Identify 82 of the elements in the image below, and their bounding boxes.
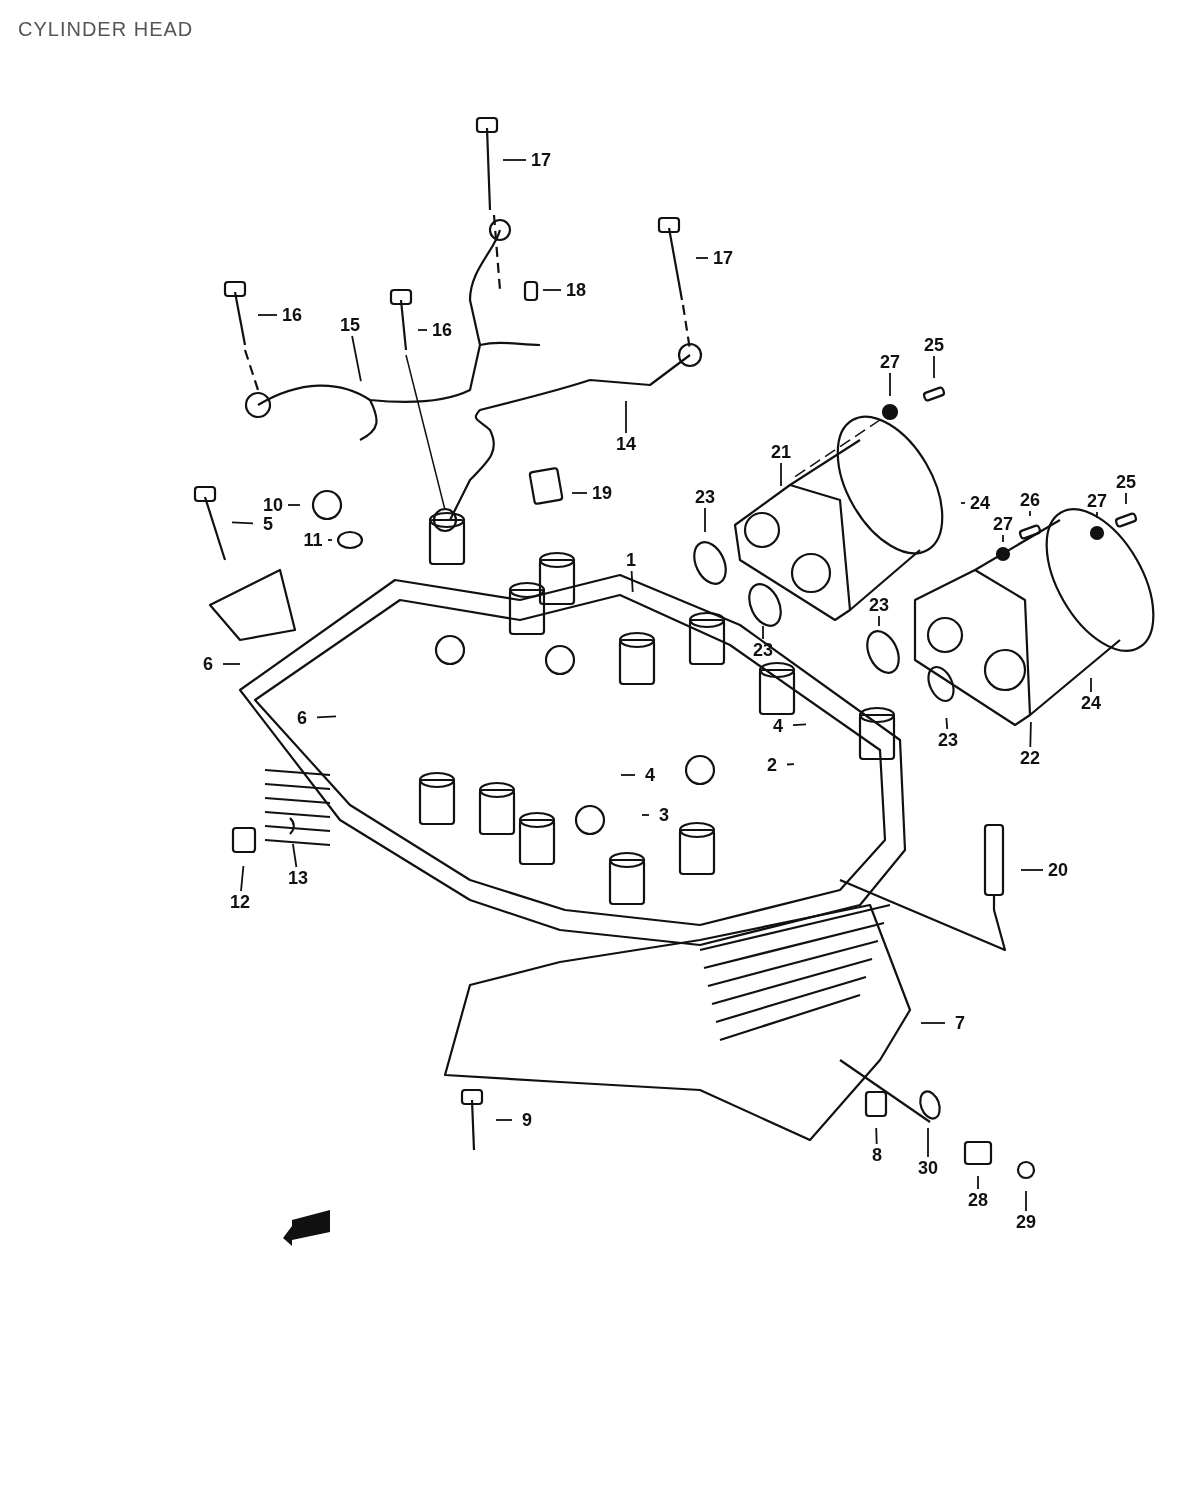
callout-number: 14 <box>611 433 641 455</box>
callout-number: 25 <box>919 334 949 356</box>
callout-number: 3 <box>649 804 679 826</box>
leader-line <box>327 539 333 541</box>
callout-number: 2 <box>757 754 787 776</box>
leader-line <box>1096 511 1098 519</box>
callout-number: 4 <box>763 715 793 737</box>
callout-number: 10 <box>258 494 288 516</box>
leader-line <box>625 400 627 434</box>
callout-number: 8 <box>862 1144 892 1166</box>
callout-number: 19 <box>587 482 617 504</box>
callout-number: 15 <box>335 314 365 336</box>
callout-number: 25 <box>1111 471 1141 493</box>
leader-line <box>889 372 891 397</box>
callout-number: 28 <box>963 1189 993 1211</box>
leader-line <box>695 257 709 259</box>
leader-line <box>780 462 782 487</box>
callout-number: 13 <box>283 867 313 889</box>
leader-line <box>351 335 362 382</box>
leader-line <box>878 615 880 627</box>
leader-line <box>630 570 634 593</box>
leader-line <box>1029 510 1031 517</box>
callout-number: 16 <box>277 304 307 326</box>
callout-number: 6 <box>193 653 223 675</box>
leader-line <box>240 865 245 892</box>
leader-line <box>495 1119 513 1121</box>
leader-line <box>933 355 935 379</box>
callout-number: 29 <box>1011 1211 1041 1233</box>
callout-number: 9 <box>512 1109 542 1131</box>
callout-number: 1 <box>616 549 646 571</box>
callout-number: 24 <box>965 492 995 514</box>
callout-number: 12 <box>225 891 255 913</box>
leader-line <box>875 1127 878 1145</box>
callout-number: 23 <box>933 729 963 751</box>
leader-line <box>1025 1190 1027 1212</box>
leader-line <box>641 814 650 816</box>
leader-line <box>960 502 966 504</box>
leader-line <box>1029 721 1032 748</box>
title: CYLINDER HEAD <box>18 18 194 41</box>
leader-line <box>222 663 241 665</box>
callout-number: 11 <box>298 529 328 551</box>
leader-line <box>571 492 588 494</box>
callout-number: 27 <box>988 513 1018 535</box>
leader-line <box>1125 492 1127 505</box>
leader-line <box>502 159 527 161</box>
leader-line <box>1020 869 1044 871</box>
leader-line <box>786 763 795 766</box>
leader-line <box>620 774 636 776</box>
leader-line <box>542 289 562 291</box>
callout-number: 5 <box>253 513 283 535</box>
callout-number: 7 <box>945 1012 975 1034</box>
leader-line <box>945 717 949 730</box>
leader-line <box>927 1127 929 1158</box>
callout-number: 16 <box>427 319 457 341</box>
leader-line <box>257 314 278 316</box>
leader-line <box>1002 534 1004 543</box>
leader-line <box>792 723 807 726</box>
callout-number: 24 <box>1076 692 1106 714</box>
leader-line <box>762 625 764 640</box>
callout-number: 21 <box>766 441 796 463</box>
leader-line <box>1090 677 1092 693</box>
callout-number: 4 <box>635 764 665 786</box>
callout-number: 6 <box>287 707 317 729</box>
leader-line <box>920 1022 946 1024</box>
callout-number: 20 <box>1043 859 1073 881</box>
leader-line <box>292 843 298 868</box>
leader-line <box>231 521 254 525</box>
leader-line <box>704 507 706 533</box>
callout-number: 22 <box>1015 747 1045 769</box>
callout-number: 27 <box>1082 490 1112 512</box>
callout-number: 23 <box>690 486 720 508</box>
callout-number: 27 <box>875 351 905 373</box>
leader-line <box>287 504 301 506</box>
leader-line <box>977 1175 979 1190</box>
callout-number: 23 <box>864 594 894 616</box>
callout-number: 17 <box>526 149 556 171</box>
callout-number: 18 <box>561 279 591 301</box>
leader-line <box>417 329 428 331</box>
callout-number: 26 <box>1015 489 1045 511</box>
callout-number: 30 <box>913 1157 943 1179</box>
callout-number: 17 <box>708 247 738 269</box>
leader-line <box>316 715 337 719</box>
